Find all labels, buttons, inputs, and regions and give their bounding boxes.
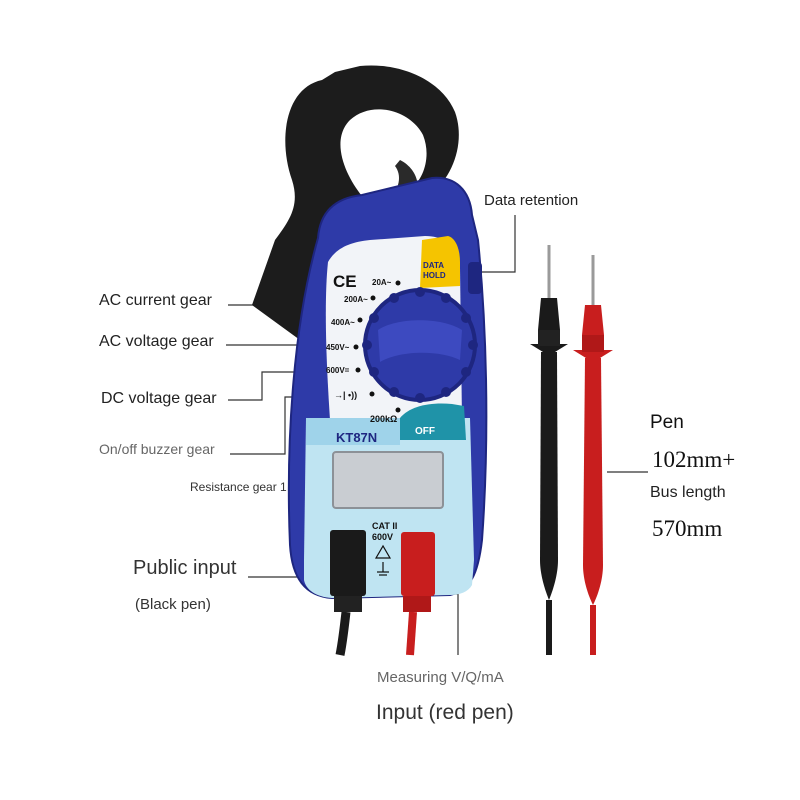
off-tab: [400, 403, 466, 440]
measuring-label: Measuring V/Q/mA: [377, 669, 504, 686]
black-lead-cable: [335, 611, 351, 656]
ce-mark: CE: [333, 272, 357, 291]
red-plug: [403, 596, 431, 612]
clamp-jaw: [252, 65, 459, 341]
model-strip: [306, 418, 400, 445]
leader-data-retention: [478, 215, 516, 273]
red-pen-input-label: Input (red pen): [376, 701, 514, 724]
data-hold-text-1: DATA: [423, 261, 444, 270]
public-input-label: Public input: [133, 557, 237, 579]
dial-label-450v: 450V~: [326, 343, 350, 352]
black-plug: [334, 596, 362, 612]
warning-icon: [374, 544, 392, 576]
dial-dots: [353, 280, 401, 413]
data-hold-text-2: HOLD: [423, 271, 446, 280]
dial-label-20a: 20A~: [372, 278, 392, 287]
data-hold-button[interactable]: [420, 236, 460, 288]
dial-label-600v: 600V=: [326, 366, 350, 375]
lcd-display: [332, 451, 444, 509]
buzzer-gear-label: On/off buzzer gear: [99, 441, 215, 457]
pen-label: Pen: [650, 412, 684, 433]
bus-length-value: 570mm: [652, 516, 723, 541]
dial-label-diode-buzzer: →| •)): [334, 390, 357, 400]
dial-ridges: [362, 287, 478, 403]
bus-length-label: Bus length: [650, 484, 726, 501]
dial-grip: [378, 320, 462, 362]
resistance-gear-label: Resistance gear 1: [190, 480, 287, 494]
data-retention-label: Data retention: [484, 192, 579, 209]
leader-dc-voltage: [228, 371, 322, 401]
red-lead-cable: [406, 611, 417, 656]
com-jack: [330, 530, 366, 596]
red-probe: [573, 255, 613, 655]
pen-length-label: 102mm+: [652, 447, 736, 472]
model-label: KT87N: [336, 430, 377, 445]
ac-current-gear-label: AC current gear: [99, 292, 212, 309]
off-label: OFF: [415, 426, 435, 437]
ac-voltage-gear-label: AC voltage gear: [99, 333, 214, 350]
input-jack: [401, 532, 435, 596]
dial-label-400a: 400A~: [331, 318, 355, 327]
cat-label-2: 600V: [372, 532, 393, 542]
jack-panel: [304, 560, 474, 598]
dial-label-ohm: 200kΩ: [370, 414, 397, 424]
side-button[interactable]: [468, 262, 482, 294]
cat-label-1: CAT II: [372, 521, 397, 531]
black-probe: [530, 245, 568, 655]
black-pen-label: (Black pen): [135, 596, 211, 613]
dial-label-200a: 200A~: [344, 295, 368, 304]
dc-voltage-gear-label: DC voltage gear: [101, 390, 217, 407]
